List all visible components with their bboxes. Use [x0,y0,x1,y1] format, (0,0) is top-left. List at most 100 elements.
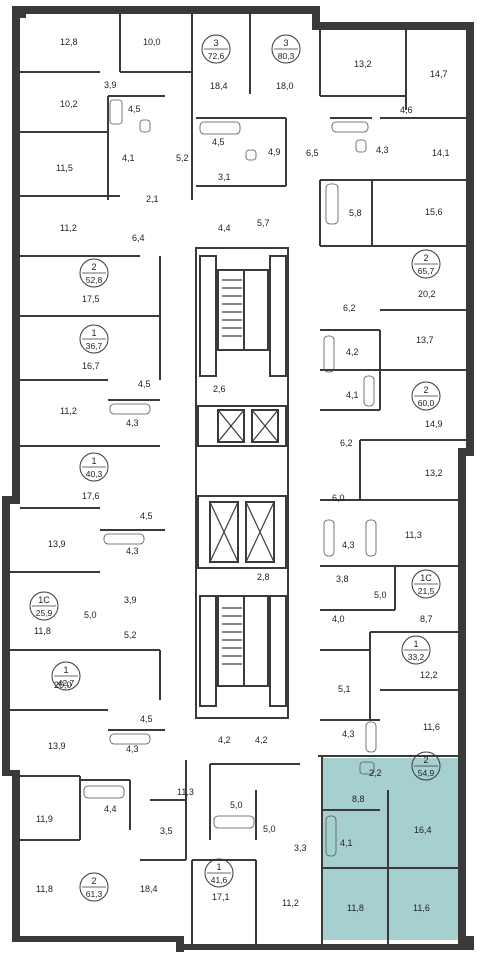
apartment-badge[interactable]: 2 65,7 [411,249,441,279]
room-area: 5,0 [263,824,276,834]
room-area: 6,5 [306,148,319,158]
apartment-rooms: 1 [216,862,221,872]
apartment-badge[interactable]: 1 36,7 [79,324,109,354]
apartment-rooms: 1 [91,456,96,466]
right-partitions [196,14,466,944]
highlighted-apartment[interactable] [322,758,464,940]
room-area: 15,6 [425,207,443,217]
room-area: 4,2 [218,735,231,745]
room-area: 4,1 [340,838,353,848]
room-area: 4,3 [342,540,355,550]
apartment-badge[interactable]: 2 61,3 [79,872,109,902]
room-area: 4,3 [126,546,139,556]
room-area: 2,6 [213,384,226,394]
room-area: 13,7 [416,335,434,345]
room-area: 11,8 [34,626,51,636]
room-area: 2,1 [146,194,159,204]
apartment-badge[interactable]: 1 42,7 [51,661,81,691]
room-area: 17,1 [212,892,230,902]
room-area: 14,7 [430,69,448,79]
room-area: 14,9 [425,419,443,429]
room-area: 4,5 [140,714,153,724]
room-area: 4,1 [346,390,359,400]
room-area: 5,0 [230,800,243,810]
room-area: 4,2 [346,347,359,357]
room-area: 12,8 [60,37,78,47]
room-area: 5,0 [84,610,97,620]
room-area: 8,8 [352,794,365,804]
room-area: 11,2 [60,223,77,233]
left-partitions [10,14,300,944]
room-area: 14,1 [432,148,450,158]
elevator-stair-core [195,247,289,719]
room-area: 3,5 [160,826,173,836]
apartment-rooms: 1С [420,573,432,583]
apartment-badge[interactable]: 2 54,9 [411,751,441,781]
apartment-total-area: 33,2 [408,652,425,662]
room-area: 10,0 [143,37,161,47]
apartment-badge[interactable]: 1 33,2 [401,635,431,665]
apartment-badge[interactable]: 1 40,3 [79,452,109,482]
room-area: 4,5 [138,379,151,389]
apartment-badge[interactable]: 1С 21,5 [411,569,441,599]
room-area: 6,4 [132,233,145,243]
room-area: 4,2 [255,735,268,745]
room-area: 3,1 [218,172,231,182]
apartment-total-area: 41,6 [211,875,228,885]
room-area: 2,2 [369,768,382,778]
room-area: 4,0 [332,614,345,624]
apartment-badge[interactable]: 1 41,6 [204,858,234,888]
room-area: 13,9 [48,741,66,751]
room-area: 13,9 [48,539,66,549]
room-area: 11,2 [282,898,299,908]
apartment-badge[interactable]: 3 72,6 [201,34,231,64]
room-area: 16,7 [82,361,100,371]
room-area: 8,7 [420,614,433,624]
room-area: 20,0 [54,680,72,690]
apartment-badge[interactable]: 1С 25,9 [29,591,59,621]
room-area: 11,6 [423,722,440,732]
room-area: 3,8 [336,574,349,584]
apartment-rooms: 3 [283,38,288,48]
room-area: 3,9 [104,80,117,90]
room-area: 4,4 [104,804,117,814]
apartment-total-area: 21,5 [418,586,435,596]
room-area: 10,2 [60,99,78,109]
apartment-rooms: 3 [213,38,218,48]
apartment-total-area: 54,9 [418,768,435,778]
room-area: 20,2 [418,289,436,299]
room-area: 5,1 [338,684,351,694]
apartment-badges: 3 72,6 3 80,3 2 52,8 2 65,7 1 36,7 [29,34,441,902]
apartment-total-area: 80,3 [278,51,295,61]
apartment-rooms: 1С [38,595,50,605]
apartment-rooms: 2 [91,876,96,886]
room-area: 6,2 [343,303,356,313]
apartment-total-area: 65,7 [418,266,435,276]
room-area: 17,5 [82,294,100,304]
room-area: 4,1 [122,153,135,163]
room-area: 6,0 [332,493,345,503]
room-area: 3,9 [124,595,137,605]
apartment-rooms: 2 [91,262,96,272]
room-area: 2,8 [257,572,270,582]
room-area: 13,2 [354,59,372,69]
apartment-badge[interactable]: 2 52,8 [79,258,109,288]
apartment-total-area: 36,7 [86,341,103,351]
apartment-total-area: 40,3 [86,469,103,479]
apartment-badge[interactable]: 2 60,0 [411,381,441,411]
room-area: 5,2 [124,630,137,640]
room-area: 11,8 [347,903,364,913]
apartment-rooms: 2 [423,755,428,765]
room-area: 17,6 [82,491,100,501]
room-area: 4,3 [126,744,139,754]
apartment-rooms: 2 [423,253,428,263]
apartment-total-area: 52,8 [86,275,103,285]
room-area: 4,5 [140,511,153,521]
room-area: 4,6 [400,105,413,115]
apartment-rooms: 1 [63,665,68,675]
apartment-total-area: 42,7 [58,678,75,688]
room-area: 3,3 [294,843,307,853]
room-area: 4,3 [342,729,355,739]
apartment-badge[interactable]: 3 80,3 [271,34,301,64]
